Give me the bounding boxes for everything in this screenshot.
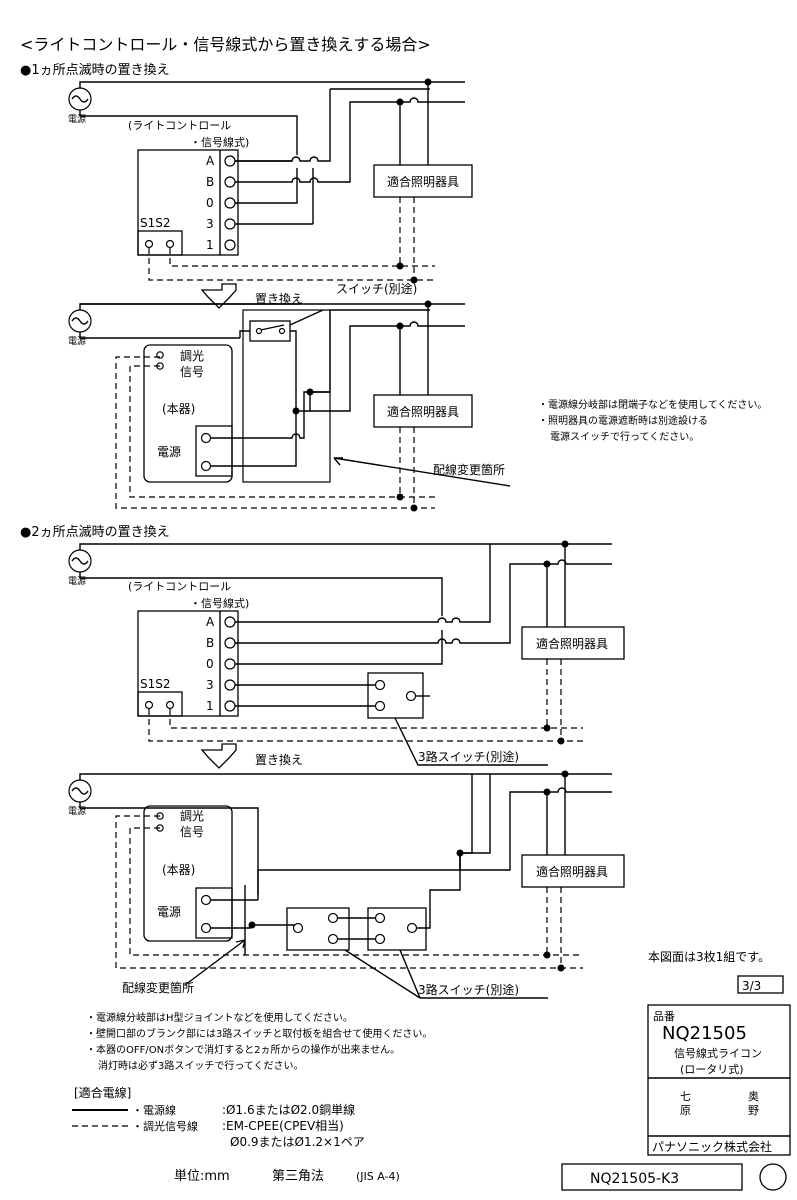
svg-text:調光: 調光 [180,809,204,823]
footer-unit: 単位:mm [174,1168,230,1184]
svg-text:原: 原 [680,1104,691,1117]
svg-text:電源: 電源 [68,114,86,125]
ac-source-1a: 電源 [68,87,92,125]
old-unit-name-1b: ・信号線式) [190,135,249,149]
sheet-note: 本図面は3枚1組です。 [648,949,770,964]
new-unit-2: 調光 信号 (本器) 電源 [143,805,233,942]
svg-text:電源: 電源 [157,905,181,919]
svg-text:(ライトコントロール: (ライトコントロール [128,580,231,593]
page-title: <ライトコントロール・信号線式から置き換えする場合> [20,35,431,54]
fixture-2b: 適合照明器具 [536,864,608,879]
wire-power-name: ・電源線 [132,1103,176,1117]
note1-line3: 電源スイッチで行ってください。 [550,430,699,443]
three-way-label-2: 3路スイッチ(別途) [418,982,519,997]
svg-text:A: A [206,154,215,168]
three-way-label-1: 3路スイッチ(別途) [418,749,519,764]
svg-text:S1S2: S1S2 [140,216,171,230]
footer-projection: 第三角法 [272,1169,324,1184]
footer-standard: (JIS A-4) [356,1170,400,1183]
fixture-2a: 適合照明器具 [536,636,608,651]
svg-text:信号: 信号 [180,365,204,379]
note1-line2: ・照明器具の電源遮断時は別途設ける [538,414,708,427]
wire-signal-spec2: Ø0.9またはØ1.2×1ペア [230,1135,365,1149]
bottom-note-3: ・本器のOFF/ONボタンで消灯すると2ヵ所からの操作が出来ません。 [86,1043,400,1056]
svg-text:3: 3 [206,217,214,231]
title-block: 品番 NQ21505 信号線式ライコン (ロータリ式) 七 原 奥 野 パナソニ… [647,1004,791,1156]
wire-signal-spec: :EM-CPEE(CPEV相当) [222,1119,344,1133]
wires-heading: [適合電線] [74,1085,131,1100]
bottom-note-1: ・電源線分岐部はH型ジョイントなどを使用してください。 [86,1011,353,1024]
svg-text:0: 0 [206,657,214,671]
svg-text:3: 3 [206,678,214,692]
old-unit-1: S1S2 A B 0 3 1 [137,149,239,256]
change-label-2: 配線変更箇所 [122,980,194,995]
svg-text:B: B [206,636,214,650]
bottom-note-4: 消灯時は必ず3路スイッチで行ってください。 [98,1059,304,1072]
wire-signal-name: ・調光信号線 [132,1119,198,1133]
svg-text:信号線式ライコン: 信号線式ライコン [674,1046,762,1060]
fixture-1a: 適合照明器具 [387,174,459,189]
svg-text:奥: 奥 [748,1089,759,1103]
fixture-1b: 適合照明器具 [387,404,459,419]
bottom-note-2: ・壁開口部のブランク部には3路スイッチと取付板を組合せて使用ください。 [86,1027,432,1040]
svg-text:(本器): (本器) [162,863,195,877]
svg-text:電源: 電源 [157,445,181,459]
replace-arrow-1: 置き換え スイッチ(別途) [200,281,417,309]
svg-text:電源: 電源 [68,806,86,817]
svg-text:S1S2: S1S2 [140,677,171,691]
section1-heading: ●1ヵ所点滅時の置き換え [20,63,170,78]
switch-label-1: スイッチ(別途) [336,281,417,296]
ac-source-2b: 電源 [68,779,92,817]
svg-text:野: 野 [748,1104,759,1117]
model-number: NQ21505 [662,1023,747,1044]
wires-1b: 適合照明器具 [79,300,511,512]
note1-line1: ・電源線分岐部は閉端子などを使用してください。 [538,398,767,411]
svg-text:信号: 信号 [180,825,204,839]
svg-text:1: 1 [206,238,214,252]
ac-source-1b: 電源 [68,309,92,347]
wires-2b: 適合照明器具 [79,770,625,999]
svg-text:電源: 電源 [68,336,86,347]
svg-text:電源: 電源 [68,576,86,587]
svg-text:品番: 品番 [653,1010,675,1023]
old-unit-2: S1S2 A B 0 3 1 [137,610,239,717]
sheet-number: 3/3 [742,979,761,993]
svg-text:七: 七 [680,1090,691,1103]
svg-text:(本器): (本器) [162,402,195,416]
wires-1a: 適合照明器具 [79,78,473,284]
change-label-1: 配線変更箇所 [433,462,505,477]
revision-circle [759,1163,787,1191]
svg-text:置き換え: 置き換え [255,292,303,306]
company-name: パナソニック株式会社 [652,1139,772,1154]
svg-text:・信号線式): ・信号線式) [190,596,249,610]
svg-text:調光: 調光 [180,349,204,363]
svg-text:1: 1 [206,699,214,713]
svg-text:B: B [206,175,214,189]
wires-2a: 適合照明器具 [79,540,625,766]
ac-source-2a: 電源 [68,549,92,587]
section2-heading: ●2ヵ所点滅時の置き換え [20,525,170,540]
svg-text:A: A [206,615,215,629]
old-unit-name-1: (ライトコントロール [128,119,231,132]
svg-text:(ロータリ式): (ロータリ式) [680,1063,744,1076]
wire-power-spec: :Ø1.6またはØ2.0銅単線 [222,1102,355,1117]
svg-text:置き換え: 置き換え [255,753,303,767]
new-unit-1: 調光 信号 (本器) 電源 [143,344,233,483]
svg-text:0: 0 [206,196,214,210]
drawing-number: NQ21505-K3 [590,1171,679,1187]
replace-arrow-2: 置き換え [200,743,303,769]
